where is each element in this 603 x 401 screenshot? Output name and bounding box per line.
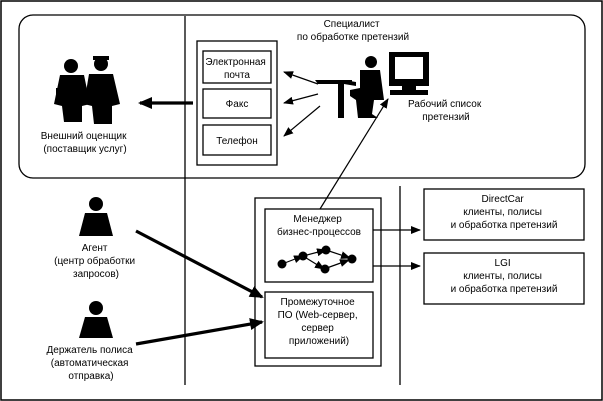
agent-icon <box>79 197 113 236</box>
process-flow-icon <box>277 245 357 274</box>
fax-box <box>202 88 272 119</box>
directcar-box <box>423 188 585 241</box>
arrow-to-email <box>283 71 319 85</box>
directcar-label: DirectCar клиенты, полисы и обработка пр… <box>451 194 558 231</box>
external-appraiser-icon <box>54 56 120 124</box>
arrow-bpm-to-worklist <box>319 98 389 210</box>
arrow-to-fax <box>283 93 319 105</box>
worklist-label: Рабочий список претензий <box>408 98 484 123</box>
top-region <box>18 14 586 179</box>
external-appraiser-label: Внешний оценщик (поставщик услуг) <box>41 131 129 155</box>
specialist-label: Специалист по обработке претензий <box>297 19 409 43</box>
email-label: Электронная почта <box>205 57 268 81</box>
middleware-box <box>264 291 374 359</box>
arrow-policyholder-to-middleware <box>135 318 264 346</box>
phone-label: Телефон <box>216 135 257 147</box>
policyholder-label: Держатель полиса (автоматическая отправк… <box>47 345 136 382</box>
middleware-label: Промежуточное ПО (Web-сервер, сервер при… <box>278 297 361 347</box>
arrow-agent-to-middleware <box>135 229 264 299</box>
policyholder-icon <box>79 301 113 338</box>
phone-box <box>202 124 272 156</box>
fax-label: Факс <box>226 99 249 110</box>
specialist-at-desk-icon <box>315 56 384 118</box>
bpm-box <box>264 208 374 283</box>
arrow-to-phone <box>283 105 321 137</box>
agent-label: Агент (центр обработки запросов) <box>54 243 138 280</box>
email-box <box>202 50 272 84</box>
lgi-box <box>423 252 585 305</box>
lgi-label: LGI клиенты, полисы и обработка претензи… <box>451 258 558 295</box>
bpm-label: Менеджер бизнес-процессов <box>277 214 361 238</box>
computer-monitor-icon <box>389 52 429 95</box>
